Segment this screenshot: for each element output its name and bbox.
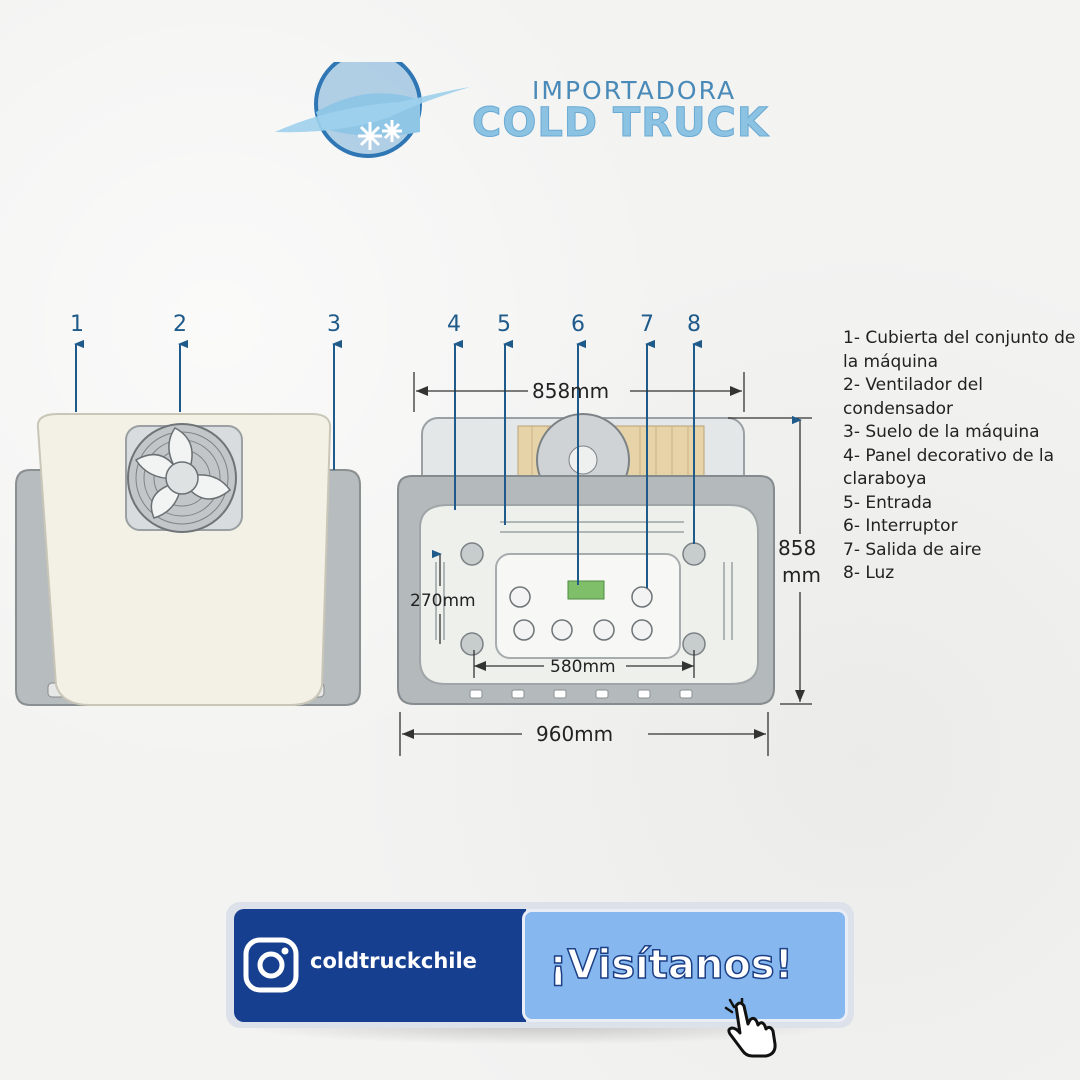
dim-bottom-width: 960mm — [536, 722, 613, 746]
legend-item: 8- Luz — [843, 563, 895, 583]
legend: 1- Cubierta del conjunto de la máquina 2… — [843, 327, 1079, 586]
visit-button[interactable]: ¡Visítanos! — [522, 909, 848, 1022]
callout-arrows-top — [455, 344, 694, 588]
legend-item: 4- Panel decorativo de la claraboya — [843, 445, 1055, 490]
callout-1: 1 — [70, 312, 84, 337]
legend-item: 3- Suelo de la máquina — [843, 422, 1040, 442]
brand-logo — [275, 62, 470, 158]
dim-top-width: 858mm — [532, 379, 609, 403]
brand-title: COLD TRUCK — [472, 100, 769, 147]
instagram-icon — [243, 937, 299, 993]
side-view-unit — [15, 413, 361, 706]
callout-7: 7 — [640, 312, 654, 337]
callout-8: 8 — [687, 312, 701, 337]
fan-icon — [125, 423, 243, 533]
legend-item: 5- Entrada — [843, 492, 933, 513]
legend-item: 7- Salida de aire — [843, 539, 982, 560]
callout-6: 6 — [571, 312, 585, 337]
visit-label: ¡Visítanos! — [548, 941, 793, 989]
dim-inner-width: 580mm — [550, 657, 616, 677]
legend-item: 6- Interruptor — [843, 516, 958, 536]
callout-4: 4 — [447, 312, 461, 337]
callout-3: 3 — [327, 312, 341, 337]
callout-arrows-side — [76, 344, 334, 470]
legend-item: 1- Cubierta del conjunto de la máquina — [843, 328, 1076, 372]
instagram-handle: coldtruckchile — [310, 949, 477, 973]
dim-height-unit: mm — [782, 563, 821, 587]
legend-item: 2- Ventilador del condensador — [843, 375, 983, 419]
instagram-link[interactable]: coldtruckchile — [234, 909, 526, 1022]
brand-subtitle: IMPORTADORA — [532, 76, 737, 105]
logo-emblem — [275, 62, 470, 158]
callout-5: 5 — [497, 312, 511, 337]
dimension-lines — [399, 372, 812, 756]
top-view-unit — [397, 413, 775, 705]
callout-2: 2 — [173, 312, 187, 337]
dim-inner-height: 270mm — [410, 591, 476, 611]
dim-height-value: 858 — [778, 536, 816, 560]
cursor-hand-icon — [724, 998, 777, 1058]
technical-diagram: 1 2 3 — [15, 312, 821, 756]
